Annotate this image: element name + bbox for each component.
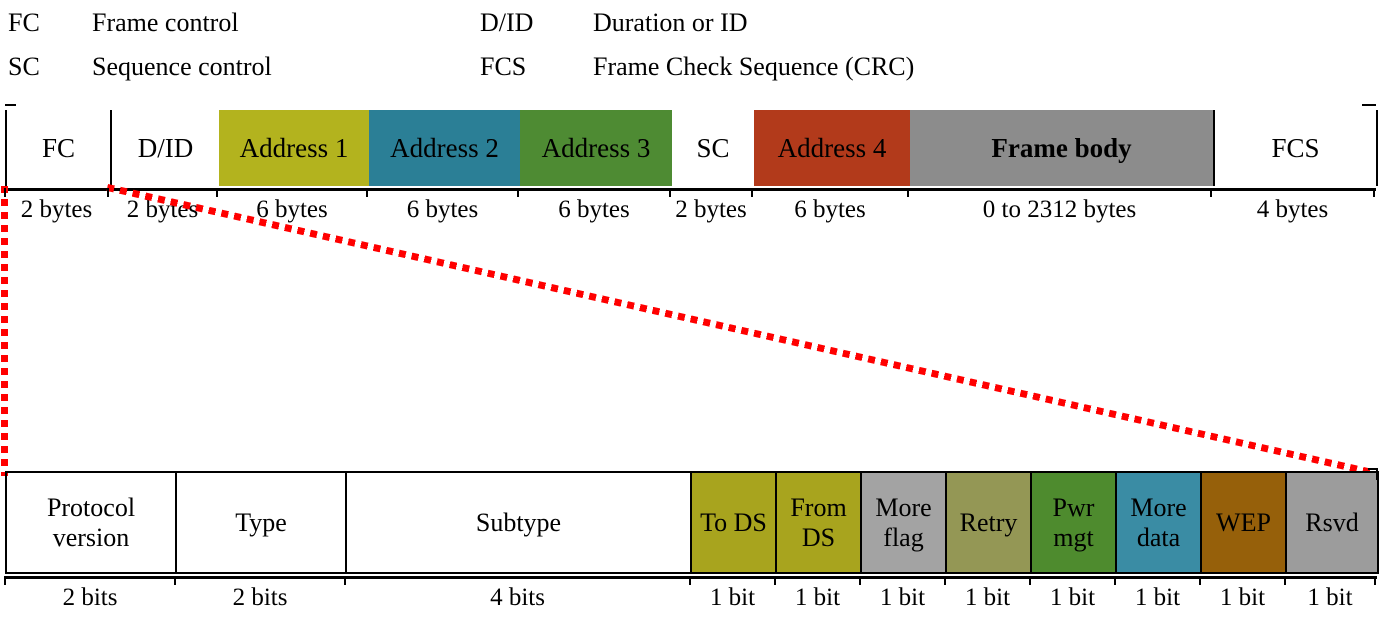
mac-tick (517, 188, 519, 197)
fc-field-pwr-mgt: Pwr mgt (1032, 473, 1117, 572)
mac-size-address-1: 6 bytes (256, 196, 328, 223)
fc-size-protocol-version: 2 bits (62, 584, 118, 611)
fc-tick (1199, 576, 1201, 585)
mac-field-fc: FC (41, 132, 76, 163)
mac-tick (1373, 188, 1375, 197)
mac-tick (216, 188, 218, 197)
fc-row-topright-bracket-h (1368, 468, 1378, 470)
legend-abbr-did: D/ID (480, 8, 534, 37)
fc-size-retry: 1 bit (964, 584, 1011, 611)
mac-field-frame-body: Frame body (910, 110, 1213, 186)
mac-size-frame-body: 0 to 2312 bytes (982, 196, 1137, 223)
fc-size-wep: 1 bit (1219, 584, 1266, 611)
fc-size-to-ds: 1 bit (709, 584, 756, 611)
fc-size-more-data: 1 bit (1134, 584, 1181, 611)
fc-size-pwr-mgt: 1 bit (1049, 584, 1096, 611)
fc-field-rsvd: Rsvd (1287, 473, 1377, 572)
mac-tick (4, 188, 6, 197)
fc-field-subtype: Subtype (347, 473, 692, 572)
fc-field-more-data: More data (1117, 473, 1202, 572)
fc-tick (344, 576, 346, 585)
fc-tick (1114, 576, 1116, 585)
fc-expansion-scale-line (5, 576, 1377, 579)
mac-tick (907, 188, 909, 197)
mac-size-address-2: 6 bytes (406, 196, 479, 223)
expansion-connector-diagonal (106, 184, 1375, 477)
legend-meaning-sc: Sequence control (92, 52, 272, 81)
mac-row-topright-bracket (1362, 104, 1376, 106)
fc-field-protocol-version: Protocol version (7, 473, 177, 572)
mac-tick (669, 188, 671, 197)
fc-tick (859, 576, 861, 585)
mac-field-address-4: Address 4 (754, 110, 910, 186)
fc-size-rsvd: 1 bit (1307, 584, 1353, 611)
mac-field-address-2: Address 2 (369, 110, 520, 186)
fc-tick (689, 576, 691, 585)
legend-abbr-sc: SC (8, 52, 40, 81)
mac-size-address-3: 6 bytes (558, 196, 630, 223)
mac-tick (1210, 188, 1212, 197)
legend-meaning-fc: Frame control (92, 8, 239, 37)
legend-meaning-fcs: Frame Check Sequence (CRC) (593, 52, 915, 81)
mac-tick (107, 188, 109, 197)
fc-field-retry: Retry (947, 473, 1032, 572)
fc-tick (774, 576, 776, 585)
fc-field-from-ds: From DS (777, 473, 862, 572)
mac-field-fcs: FCS (1213, 110, 1376, 186)
fc-size-more-flag: 1 bit (879, 584, 926, 611)
mac-field-d-id: D/ID (110, 110, 219, 186)
legend-meaning-did: Duration or ID (593, 8, 748, 37)
mac-size-fc: 2 bytes (20, 196, 93, 223)
fc-field-type: Type (177, 473, 347, 572)
mac-size-address-4: 6 bytes (794, 196, 866, 223)
fc-field-more-flag: More flag (862, 473, 947, 572)
legend-abbr-fc: FC (8, 8, 40, 37)
mac-size-fcs: 4 bytes (1256, 196, 1329, 223)
fc-size-from-ds: 1 bit (794, 584, 841, 611)
fc-tick (1374, 576, 1376, 585)
expansion-connector-left (1, 186, 8, 476)
mac-frame-scale-line (5, 188, 1376, 191)
fc-field-to-ds: To DS (692, 473, 777, 572)
mac-size-sc: 2 bytes (675, 196, 747, 223)
mac-field-address-3: Address 3 (520, 110, 672, 186)
fc-row-topright-bracket-v (1376, 468, 1378, 480)
mac-tick (751, 188, 753, 197)
fc-tick (1029, 576, 1031, 585)
mac-field-address-1: Address 1 (219, 110, 369, 186)
mac-row-topleft-bracket (5, 104, 16, 106)
mac-tick (366, 188, 368, 197)
fc-size-subtype: 4 bits (490, 584, 545, 611)
fc-tick (1284, 576, 1286, 585)
fc-tick (944, 576, 946, 585)
fc-size-type: 2 bits (232, 584, 288, 611)
legend-abbr-fcs: FCS (480, 52, 527, 81)
fc-tick (4, 576, 6, 585)
fc-expansion-sizes: 2 bits 2 bits 4 bits 1 bit 1 bit 1 bit 1 bit 1 … (5, 584, 1375, 612)
mac-field-sc: SC (696, 132, 730, 163)
fc-field-wep: WEP (1202, 473, 1287, 572)
fc-tick (174, 576, 176, 585)
